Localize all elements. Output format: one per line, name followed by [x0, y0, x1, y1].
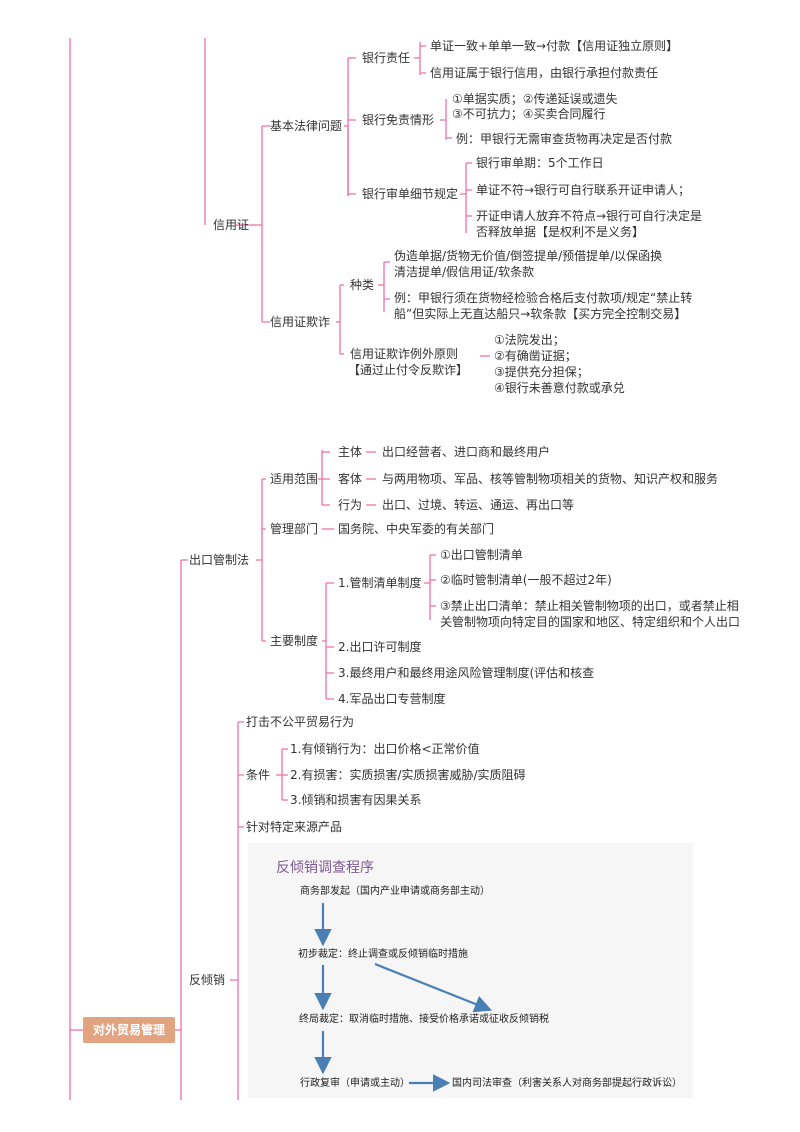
export-control-node[interactable]: 出口管制法 — [189, 553, 250, 567]
procedure-step: 终局裁定：取消临时措施、接受价格承诺或征收反倾销税 — [299, 1014, 549, 1025]
control-list-item: ②临时管制清单(一般不超过2年) — [440, 573, 612, 587]
bank-review-item: 否释放单据【是权利不是义务】 — [476, 225, 645, 239]
control-list-node[interactable]: 1.管制清单制度 — [338, 576, 422, 590]
specific-source-node[interactable]: 针对特定来源产品 — [246, 820, 343, 834]
bank-exempt-item: ③不可抗力；④买卖合同履行 — [452, 107, 606, 121]
bank-exempt-item: ①单据实质；②传递延误或遗失 — [452, 92, 618, 106]
condition-item: 1.有倾销行为：出口价格<正常价值 — [290, 742, 480, 756]
scope-key: 客体 — [338, 472, 363, 486]
control-list-item: ①出口管制清单 — [440, 548, 523, 562]
procedure-step: 初步裁定：终止调查或反倾销临时措施 — [298, 949, 468, 960]
fraud-exception-subtitle: 【通过止付令反欺诈】 — [348, 363, 469, 377]
dept-value: 国务院、中央军委的有关部门 — [338, 522, 495, 536]
scope-value: 出口经营者、进口商和最终用户 — [382, 445, 551, 459]
bank-duty-node[interactable]: 银行责任 — [362, 51, 411, 65]
bank-review-node[interactable]: 银行审单细节规定 — [362, 187, 459, 201]
bank-duty-item: 信用证属于银行信用，由银行承担付款责任 — [430, 66, 659, 80]
condition-item: 2.有损害：实质损害/实质损害威胁/实质阻碍 — [290, 768, 526, 782]
lc-basic-node[interactable]: 基本法律问题 — [270, 119, 343, 133]
scope-key: 行为 — [338, 498, 363, 512]
bank-review-item: 银行审单期：5个工作日 — [476, 156, 604, 170]
bank-duty-item: 单证一致+单单一致→付款【信用证独立原则】 — [430, 39, 679, 53]
anti-dumping-procedure-figure — [248, 843, 693, 1098]
conditions-node[interactable]: 条件 — [246, 768, 271, 782]
bank-review-item: 单证不符→银行可自行联系开证申请人； — [476, 183, 691, 197]
fraud-kinds-item: 伪造单据/货物无价值/倒签提单/预借提单/以保函换 — [394, 249, 663, 263]
lc-fraud-node[interactable]: 信用证欺诈 — [270, 315, 331, 329]
fraud-exception-item: ④银行未善意付款或承兑 — [494, 381, 625, 395]
system-item[interactable]: 3.最终用户和最终用途风险管理制度(评估和核查 — [338, 666, 595, 680]
systems-node[interactable]: 主要制度 — [270, 634, 319, 648]
scope-value: 与两用物项、军品、核等管制物项相关的货物、知识产权和服务 — [382, 472, 719, 486]
lc-node[interactable]: 信用证 — [213, 218, 250, 232]
fraud-kinds-item: 例：甲银行须在货物经检验合格后支付款项/规定“禁止转 — [394, 291, 693, 305]
fraud-exception-node[interactable]: 信用证欺诈例外原则 — [350, 347, 459, 361]
root-node[interactable]: 对外贸易管理 — [83, 1017, 175, 1043]
system-item[interactable]: 2.出口许可制度 — [338, 640, 422, 654]
procedure-step: 商务部发起（国内产业申请或商务部主动） — [300, 886, 490, 897]
system-item[interactable]: 4.军品出口专营制度 — [338, 692, 446, 706]
scope-key: 主体 — [338, 445, 363, 459]
anti-dumping-node[interactable]: 反倾销 — [189, 973, 226, 987]
control-list-item: ③禁止出口清单：禁止相关管制物项的出口，或者禁止相 — [440, 599, 739, 613]
control-list-item: 关管制物项向特定目的国家和地区、特定组织和个人出口 — [440, 615, 741, 629]
bank-exempt-node[interactable]: 银行免责情形 — [362, 113, 435, 127]
fraud-kinds-item: 船”但实际上无直达船只→软条款【买方完全控制交易】 — [394, 307, 687, 321]
fraud-exception-item: ②有确凿证据； — [494, 349, 577, 363]
figure-title: 反倾销调查程序 — [276, 860, 374, 876]
fraud-kinds-item: 清洁提单/假信用证/软条款 — [394, 265, 535, 279]
procedure-step: 国内司法审查（利害关系人对商务部提起行政诉讼） — [452, 1078, 682, 1089]
fraud-exception-item: ①法院发出； — [494, 333, 565, 347]
unfair-trade-node[interactable]: 打击不公平贸易行为 — [246, 715, 355, 729]
condition-item: 3.倾销和损害有因果关系 — [290, 793, 422, 807]
dept-node[interactable]: 管理部门 — [270, 522, 319, 536]
scope-value: 出口、过境、转运、通运、再出口等 — [382, 498, 575, 512]
fraud-exception-item: ③提供充分担保； — [494, 365, 589, 379]
bank-exempt-item: 例：甲银行无需审查货物再决定是否付款 — [456, 132, 673, 146]
procedure-step: 行政复审（申请或主动） — [300, 1078, 410, 1089]
fraud-kinds-node[interactable]: 种类 — [350, 278, 375, 292]
bank-review-item: 开证申请人放弃不符点→银行可自行决定是 — [476, 209, 703, 223]
scope-node[interactable]: 适用范围 — [270, 472, 319, 486]
